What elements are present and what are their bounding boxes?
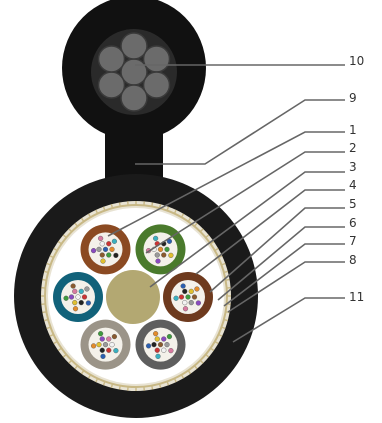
callout-label-5: 5 xyxy=(349,197,357,211)
callout-label-8: 8 xyxy=(349,253,357,267)
callout-label-4: 4 xyxy=(349,178,357,192)
callout-label-10: 10 xyxy=(349,54,364,68)
callout-label-11: 11 xyxy=(349,290,364,304)
callout-label-7: 7 xyxy=(349,234,357,248)
callout-label-6: 6 xyxy=(349,216,357,230)
callout-label-9: 9 xyxy=(349,91,357,105)
callout-label-2: 2 xyxy=(349,141,357,155)
callout-label-3: 3 xyxy=(349,160,357,174)
callout-label-1: 1 xyxy=(349,123,357,137)
